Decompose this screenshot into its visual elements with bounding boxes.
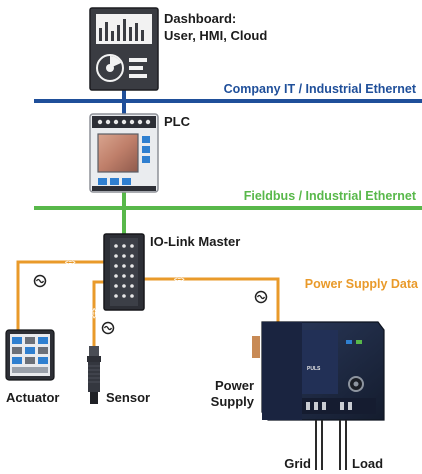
- psu-io-link-line: [140, 277, 280, 322]
- plc-label: PLC: [164, 114, 191, 129]
- svg-text:<=>: <=>: [90, 308, 96, 319]
- svg-text:<=>: <=>: [65, 261, 76, 267]
- grid-label: Grid: [284, 456, 311, 471]
- sensor-icon: [87, 346, 101, 404]
- io-link-symbol-icon: [101, 321, 115, 335]
- load-label: Load: [352, 456, 383, 471]
- io-link-symbol-icon: [254, 290, 268, 304]
- io-link-symbol-icon: [33, 274, 47, 288]
- power-supply-icon: PULS: [252, 321, 385, 421]
- io-link-lines: [16, 260, 280, 346]
- data-direction-markers: <=> <=> <=>: [65, 261, 185, 320]
- fieldbus-label: Fieldbus / Industrial Ethernet: [244, 189, 417, 203]
- power-supply-label-line1: Power: [215, 378, 254, 393]
- io-link-master-icon: [103, 233, 145, 311]
- actuator-icon: [5, 329, 55, 381]
- psu-brand-label: PULS: [307, 366, 321, 372]
- dashboard-label-line2: User, HMI, Cloud: [164, 28, 267, 43]
- actuator-label: Actuator: [6, 390, 59, 405]
- io-link-master-label: IO-Link Master: [150, 234, 240, 249]
- sensor-label: Sensor: [106, 390, 150, 405]
- power-supply-label-line2: Supply: [211, 394, 255, 409]
- dashboard-screen-icon: [89, 7, 159, 91]
- svg-text:<=>: <=>: [174, 278, 185, 284]
- actuator-io-link-line: [16, 260, 112, 330]
- power-supply-data-label: Power Supply Data: [305, 277, 419, 291]
- plc-controller-icon: [89, 113, 159, 193]
- load-wires: [339, 420, 347, 470]
- company-it-bus-label: Company IT / Industrial Ethernet: [224, 82, 417, 96]
- grid-wires: [315, 420, 323, 470]
- dashboard-label-line1: Dashboard:: [164, 11, 236, 26]
